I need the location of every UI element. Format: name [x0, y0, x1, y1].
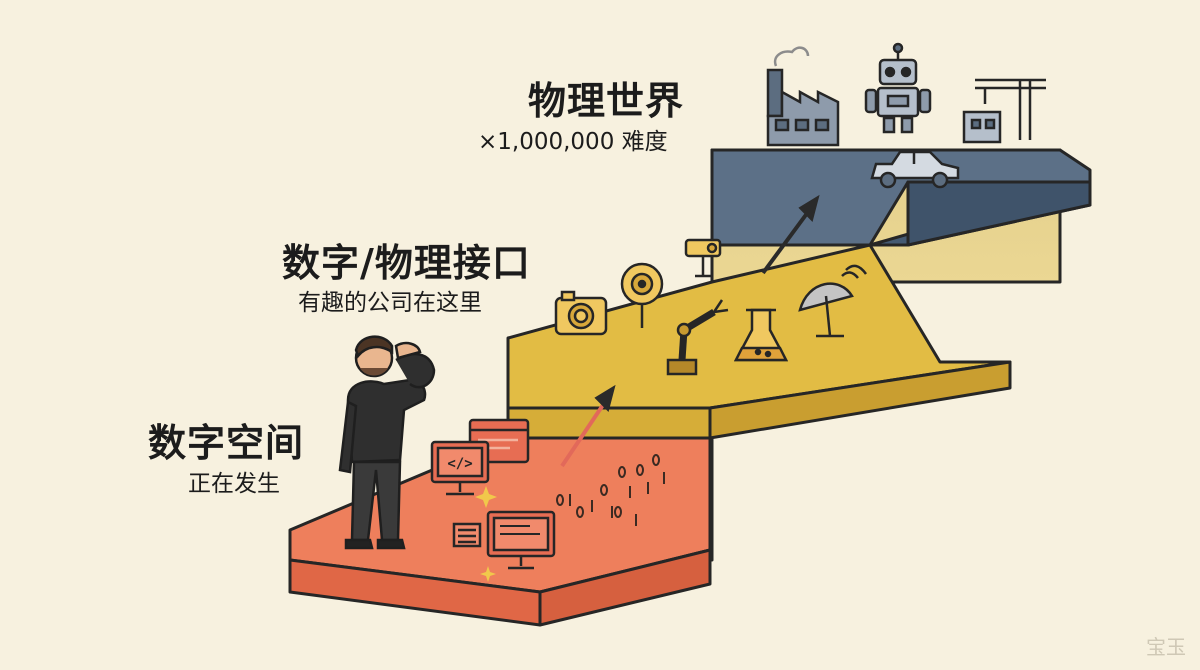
top-level-title: 物理世界 [528, 70, 684, 125]
top-level-subtitle: ×1,000,000 难度 [478, 122, 668, 156]
bottom-level-subtitle: 正在发生 [188, 464, 280, 498]
robot-icon [866, 44, 930, 132]
list-icon [454, 524, 480, 546]
bottom-level-title: 数字空间 [148, 412, 304, 467]
watermark: 宝玉 [1146, 631, 1186, 660]
factory-icon [768, 48, 838, 145]
code-icon-text: </> [447, 456, 472, 472]
crane-icon [964, 80, 1046, 142]
middle-front-left [508, 408, 710, 438]
middle-level-subtitle: 有趣的公司在这里 [298, 283, 482, 317]
camera-icon [556, 292, 606, 334]
middle-level-title: 数字/物理接口 [282, 232, 531, 287]
